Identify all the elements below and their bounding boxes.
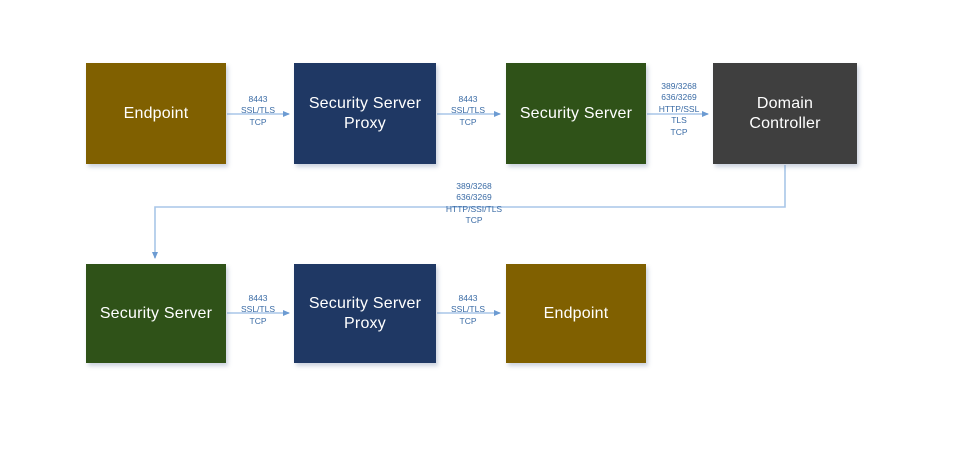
node-security-server-proxy-bottom[interactable]: Security Server Proxy: [294, 264, 436, 363]
node-label: Security Server Proxy: [308, 94, 422, 132]
node-security-server-top[interactable]: Security Server: [506, 63, 646, 164]
connector-domain-controller-to-security-server-bottom: [152, 165, 786, 259]
node-label: Security Server Proxy: [308, 294, 422, 332]
node-domain-controller[interactable]: Domain Controller: [713, 63, 857, 164]
node-label: Security Server: [519, 104, 633, 122]
node-security-server-proxy-top[interactable]: Security Server Proxy: [294, 63, 436, 164]
node-label: Domain Controller: [749, 94, 821, 132]
node-endpoint-top[interactable]: Endpoint: [86, 63, 226, 164]
node-label: Endpoint: [543, 304, 609, 322]
node-label: Endpoint: [123, 104, 189, 122]
node-security-server-bottom[interactable]: Security Server: [86, 264, 226, 363]
node-label: Security Server: [99, 304, 213, 322]
node-endpoint-bottom[interactable]: Endpoint: [506, 264, 646, 363]
